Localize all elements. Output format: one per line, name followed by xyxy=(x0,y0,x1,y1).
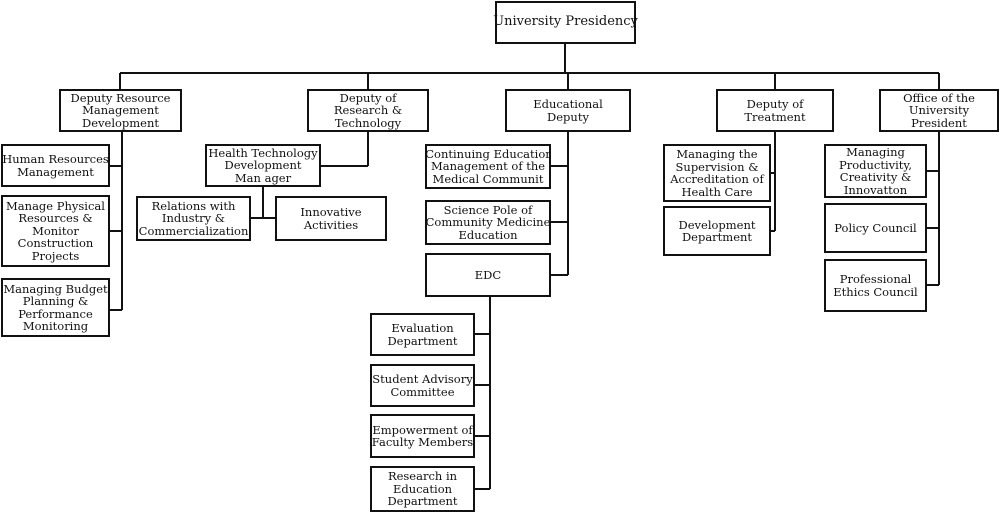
node-relations-with-industry: Relations with Industry & Commercializat… xyxy=(136,196,251,241)
node-label-line: Student Advisory xyxy=(372,372,473,386)
node-label-line: Continuing Educatior xyxy=(425,146,551,161)
node-professional-ethics-council: Professional Ethics Council xyxy=(824,259,927,312)
node-label-line: Department xyxy=(387,333,458,348)
node-label-line: Faculty Members xyxy=(371,435,474,449)
node-label-line: Deputy of xyxy=(746,97,804,111)
node-label-line: Treatment xyxy=(744,109,806,124)
node-office-of-the-university-president: Office of the University President xyxy=(879,89,999,132)
node-label-line: Creativity & xyxy=(839,170,912,184)
node-deputy-resource-management-development: Deputy Resource Management Development xyxy=(59,89,182,132)
node-label-line: Policy Council xyxy=(834,220,917,235)
node-label-line: Industry & xyxy=(161,211,226,226)
node-label-line: Management xyxy=(82,103,159,118)
node-label-line: Managing Budget xyxy=(3,281,108,296)
node-research-in-education-department: Research in Education Department xyxy=(370,466,475,512)
node-label-line: Professional xyxy=(839,272,912,286)
node-label-line: EDC xyxy=(474,267,502,282)
node-label-line: University Presidency xyxy=(493,14,638,30)
node-innovative-activities: Innovative Activities xyxy=(275,196,387,241)
node-label-line: Empowerment of xyxy=(372,422,473,437)
node-edc: EDC xyxy=(425,253,551,297)
node-label-line: President xyxy=(911,115,967,130)
node-student-advisory-committee: Student Advisory Committee xyxy=(370,364,475,407)
node-label-line: Education xyxy=(392,481,453,496)
node-label-line: Research & xyxy=(333,103,403,118)
node-label-line: Performance xyxy=(18,306,93,321)
node-label-line: Managing xyxy=(846,145,905,159)
node-label-line: Department xyxy=(387,494,458,509)
node-label-line: Science Pole of xyxy=(443,202,533,217)
node-label-line: Health Technology xyxy=(208,145,318,160)
node-development-department: Development Department xyxy=(663,206,771,256)
node-deputy-of-treatment: Deputy of Treatment xyxy=(716,89,834,132)
node-label-line: Construction xyxy=(17,236,94,251)
node-label-line: Technology xyxy=(334,115,402,130)
node-label-line: Education xyxy=(458,227,518,242)
node-label-line: Man ager xyxy=(234,170,292,185)
node-managing-budget-planning: Managing Budget Planning & Performance M… xyxy=(1,278,110,337)
node-label-line: Projects xyxy=(31,248,80,263)
node-label-line: Innovatton xyxy=(843,182,908,197)
node-label-line: Relations with xyxy=(151,198,236,213)
node-evaluation-department: Evaluation Department xyxy=(370,313,475,356)
node-label-line: Educational xyxy=(533,97,603,111)
node-science-pole-community-medicine: Science Pole of Community Medicine Educa… xyxy=(425,200,551,245)
node-label-line: Development xyxy=(678,217,756,232)
node-managing-supervision-accreditation: Managing the Supervision & Accreditation… xyxy=(663,144,771,202)
node-label-line: Planning & xyxy=(22,294,89,308)
node-label-line: Productivity, xyxy=(838,157,913,172)
node-label-line: Resources & xyxy=(18,211,93,226)
node-label-line: Management xyxy=(17,164,94,179)
node-label-line: Development xyxy=(224,158,302,173)
node-label-line: Managing the xyxy=(676,147,758,161)
node-label-line: Medical Communit xyxy=(432,171,544,186)
node-label-line: Research in xyxy=(387,469,458,484)
node-label-line: Department xyxy=(681,230,753,244)
node-label-line: Deputy of xyxy=(339,90,397,105)
node-label-line: Community Medicine xyxy=(425,215,551,230)
node-label-line: Commercialization xyxy=(138,223,249,238)
node-label-line: Accreditation of xyxy=(670,172,764,186)
node-label-line: Innovative xyxy=(300,205,362,219)
node-deputy-research-technology: Deputy of Research & Technology xyxy=(307,89,429,132)
node-health-technology-development-manager: Health Technology Development Man ager xyxy=(205,144,321,187)
node-university-presidency: University Presidency xyxy=(493,1,638,44)
node-label-line: Activities xyxy=(303,217,359,232)
node-label-line: Ethics Council xyxy=(833,284,918,299)
node-policy-council: Policy Council xyxy=(824,203,927,253)
node-label-line: Manage Physical xyxy=(6,198,105,213)
node-label-line: Deputy xyxy=(547,109,589,124)
node-label-line: Health Care xyxy=(681,184,753,199)
node-label-line: Committee xyxy=(390,384,455,399)
node-label-line: Human Resources xyxy=(2,152,109,166)
node-human-resources-management: Human Resources Management xyxy=(1,144,110,187)
node-label-line: Deputy Resource xyxy=(70,90,171,105)
node-continuing-education-management: Continuing Educatior Management of the M… xyxy=(425,144,551,189)
node-empowerment-of-faculty-members: Empowerment of Faculty Members xyxy=(370,414,475,458)
node-label-line: Monitoring xyxy=(22,319,89,333)
node-managing-productivity-creativity: Managing Productivity, Creativity & Inno… xyxy=(824,144,927,198)
node-manage-physical-resources: Manage Physical Resources & Monitor Cons… xyxy=(1,195,110,267)
node-label-line: Evaluation xyxy=(391,321,454,335)
node-label-line: Development xyxy=(81,115,160,130)
node-educational-deputy: Educational Deputy xyxy=(505,89,631,132)
node-label-line: Management of the xyxy=(430,159,546,174)
node-label-line: University xyxy=(908,103,970,118)
node-label-line: Office of the xyxy=(903,90,975,105)
node-label-line: Supervision & xyxy=(675,159,759,174)
node-label-line: Monitor xyxy=(32,223,79,238)
